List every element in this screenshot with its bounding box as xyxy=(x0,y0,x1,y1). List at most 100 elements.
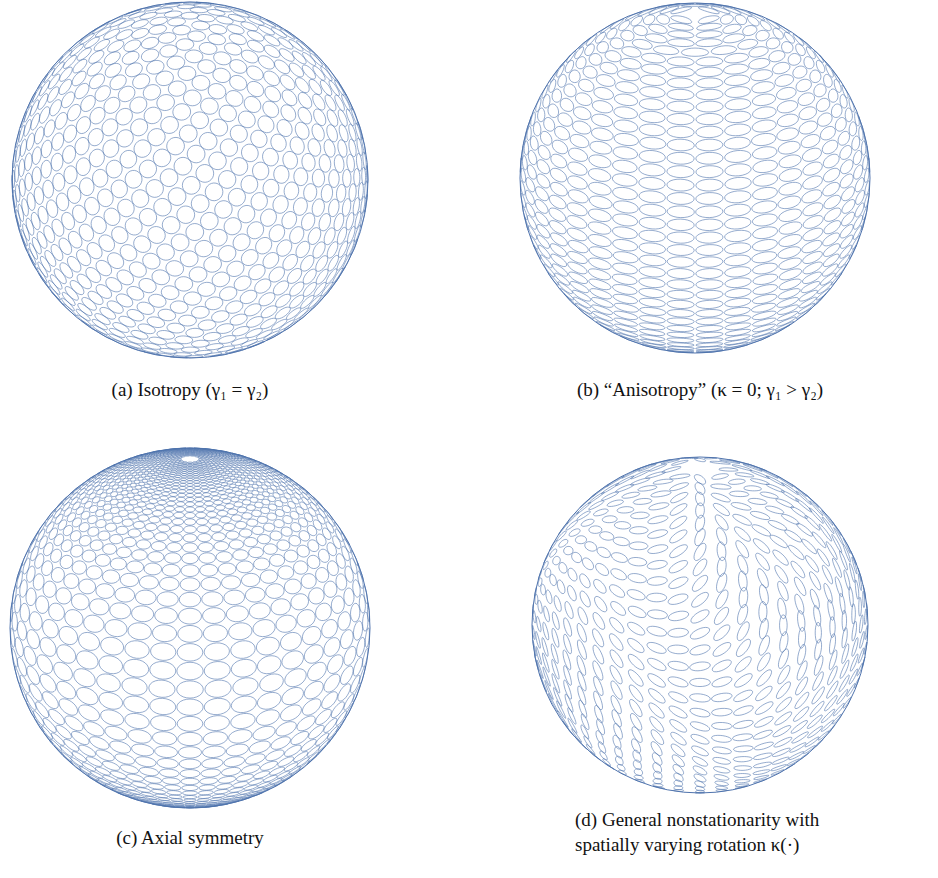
ellipse xyxy=(94,39,109,51)
ellipse xyxy=(291,594,309,610)
ellipse xyxy=(210,354,227,357)
ellipse xyxy=(303,52,316,65)
ellipse xyxy=(349,124,356,141)
ellipse xyxy=(200,212,218,229)
ellipse xyxy=(329,199,339,217)
ellipse xyxy=(521,181,525,195)
ellipse xyxy=(140,12,157,19)
ellipse xyxy=(171,234,189,251)
ellipse xyxy=(13,585,17,603)
ellipse xyxy=(181,476,187,478)
ellipse xyxy=(619,21,630,31)
ellipse xyxy=(302,626,320,644)
sphere-outline xyxy=(520,3,870,353)
ellipse xyxy=(696,67,723,76)
ellipse xyxy=(667,338,694,343)
ellipse xyxy=(27,133,35,150)
ellipse xyxy=(538,108,545,122)
ellipse xyxy=(803,216,823,229)
ellipse xyxy=(284,550,298,562)
ellipse xyxy=(58,520,67,530)
ellipse xyxy=(612,174,637,186)
ellipse xyxy=(116,294,132,307)
ellipse xyxy=(118,20,135,29)
ellipse xyxy=(52,62,64,76)
ellipse xyxy=(224,43,241,55)
ellipse xyxy=(131,119,148,136)
ellipse xyxy=(148,227,165,244)
ellipse xyxy=(112,516,122,523)
ellipse xyxy=(282,90,297,106)
ellipse xyxy=(696,318,723,325)
ellipse xyxy=(189,267,207,282)
ellipse xyxy=(193,470,198,472)
ellipse xyxy=(357,138,362,155)
ellipse xyxy=(259,293,275,306)
ellipse xyxy=(654,46,679,55)
ellipse xyxy=(190,451,195,453)
ellipse xyxy=(228,493,236,497)
ellipse xyxy=(175,277,193,291)
ellipse xyxy=(240,290,257,303)
ellipse xyxy=(92,24,107,33)
ellipse xyxy=(249,265,265,280)
ellipse xyxy=(725,99,751,110)
ellipse xyxy=(551,154,567,168)
ellipse xyxy=(187,474,193,476)
ellipse xyxy=(558,113,573,126)
ellipse xyxy=(217,511,227,517)
ellipse xyxy=(280,29,295,39)
ellipse xyxy=(558,74,567,87)
ellipse xyxy=(275,307,290,319)
ellipse xyxy=(822,140,837,154)
ellipse xyxy=(131,20,148,29)
ellipse xyxy=(667,152,694,164)
ellipse xyxy=(167,479,173,482)
ellipse xyxy=(211,492,219,496)
ellipse xyxy=(607,28,617,39)
ellipse xyxy=(309,588,324,604)
ellipse xyxy=(639,298,665,307)
ellipse xyxy=(777,298,799,308)
ellipse xyxy=(753,227,778,239)
ellipse xyxy=(16,145,20,163)
ellipse xyxy=(613,201,638,213)
ellipse xyxy=(324,228,335,245)
ellipse xyxy=(242,50,259,63)
ellipse xyxy=(779,169,801,182)
ellipse xyxy=(592,128,614,141)
ellipse xyxy=(233,234,250,251)
ellipse xyxy=(266,584,284,599)
ellipse xyxy=(588,269,610,280)
ellipse xyxy=(210,229,228,246)
ellipse xyxy=(188,465,193,466)
ellipse xyxy=(113,323,129,333)
ellipse xyxy=(129,500,137,505)
ellipse xyxy=(696,193,723,205)
ellipse xyxy=(203,625,227,642)
ellipse xyxy=(187,470,192,472)
ellipse xyxy=(31,212,40,229)
ellipse xyxy=(308,508,316,517)
ellipse xyxy=(258,535,271,544)
ellipse xyxy=(161,117,179,134)
ellipse xyxy=(87,489,94,495)
ellipse xyxy=(564,294,576,306)
ellipse xyxy=(549,195,566,208)
ellipse xyxy=(168,467,172,469)
ellipse xyxy=(187,145,205,163)
ellipse xyxy=(212,311,229,322)
ellipse xyxy=(803,262,822,274)
ellipse xyxy=(72,561,86,574)
ellipse xyxy=(752,94,775,106)
ellipse xyxy=(314,53,326,66)
ellipse xyxy=(178,466,183,468)
ellipse xyxy=(638,8,656,16)
ellipse xyxy=(56,193,68,211)
ellipse xyxy=(313,520,322,530)
ellipse xyxy=(198,282,216,296)
ellipse xyxy=(327,516,335,527)
ellipse xyxy=(667,257,694,267)
ellipse xyxy=(167,501,176,506)
ellipse xyxy=(217,487,224,490)
